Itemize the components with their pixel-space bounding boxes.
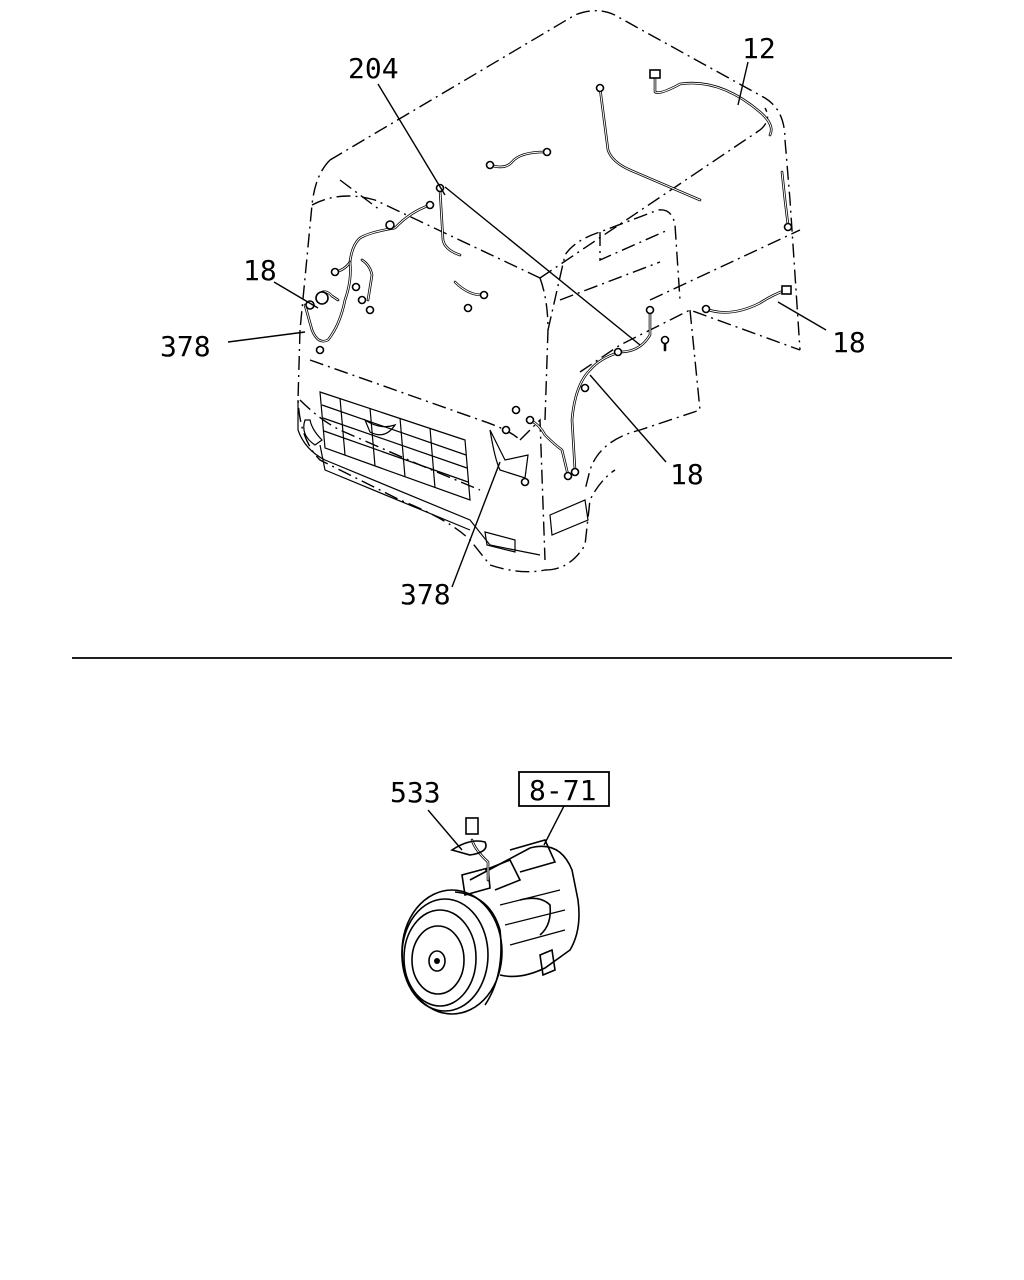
compressor-drawing <box>401 805 580 1015</box>
reference-box-8-71: 8-71 <box>518 771 610 807</box>
callout-378-bottom: 378 <box>400 578 451 611</box>
callout-378-left: 378 <box>160 330 211 363</box>
harness-right <box>501 285 792 487</box>
callout-18-lower: 18 <box>670 458 704 491</box>
callout-18-left: 18 <box>243 254 277 287</box>
leader-lines <box>227 61 827 588</box>
truck-cab-drawing: 12 204 18 378 18 18 378 <box>160 10 866 611</box>
callout-12: 12 <box>742 32 776 65</box>
callout-18-right: 18 <box>832 326 866 359</box>
compressor-pulley <box>401 889 503 1015</box>
callout-204: 204 <box>348 52 399 85</box>
harness-12 <box>485 69 793 232</box>
harness-204 <box>303 183 489 355</box>
reference-box-label: 8-71 <box>529 774 596 807</box>
grille <box>319 391 471 501</box>
bumper <box>297 400 589 556</box>
callout-533: 533 <box>390 776 441 809</box>
